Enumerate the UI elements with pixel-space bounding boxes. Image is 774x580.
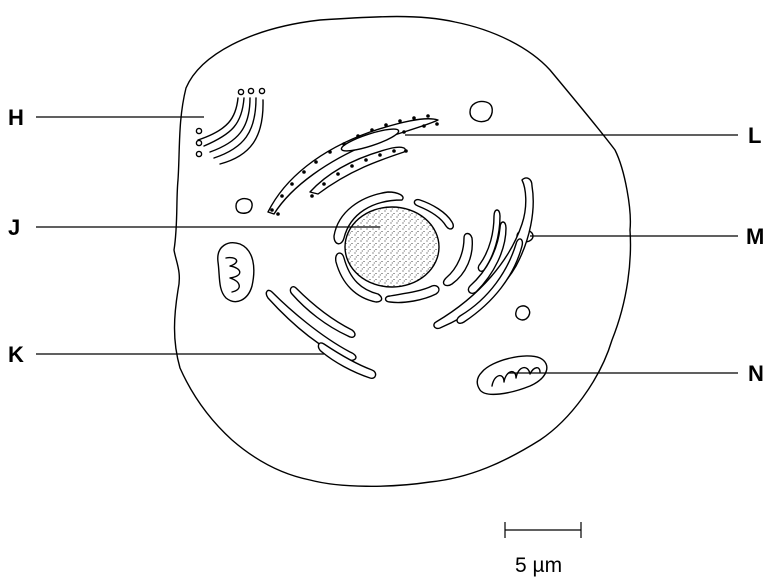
label-n: N: [748, 361, 764, 386]
vesicle: [470, 101, 492, 121]
membrane-stacks: [434, 178, 533, 328]
scale-bar: [505, 522, 581, 538]
label-m: M: [746, 224, 764, 249]
smooth-er: [266, 287, 375, 379]
label-j: J: [8, 215, 20, 240]
nucleolus: [345, 207, 439, 287]
vesicle: [236, 199, 252, 214]
label-l: L: [748, 123, 761, 148]
mitochondrion-left: [218, 243, 254, 302]
golgi-apparatus: [196, 88, 264, 164]
label-h: H: [8, 105, 24, 130]
label-k: K: [8, 342, 24, 367]
scale-bar-label: 5 µm: [515, 554, 562, 577]
mitochondrion-n: [477, 356, 547, 394]
nucleus: [334, 192, 472, 303]
rough-endoplasmic-reticulum: [268, 114, 439, 216]
vesicle: [516, 306, 530, 320]
